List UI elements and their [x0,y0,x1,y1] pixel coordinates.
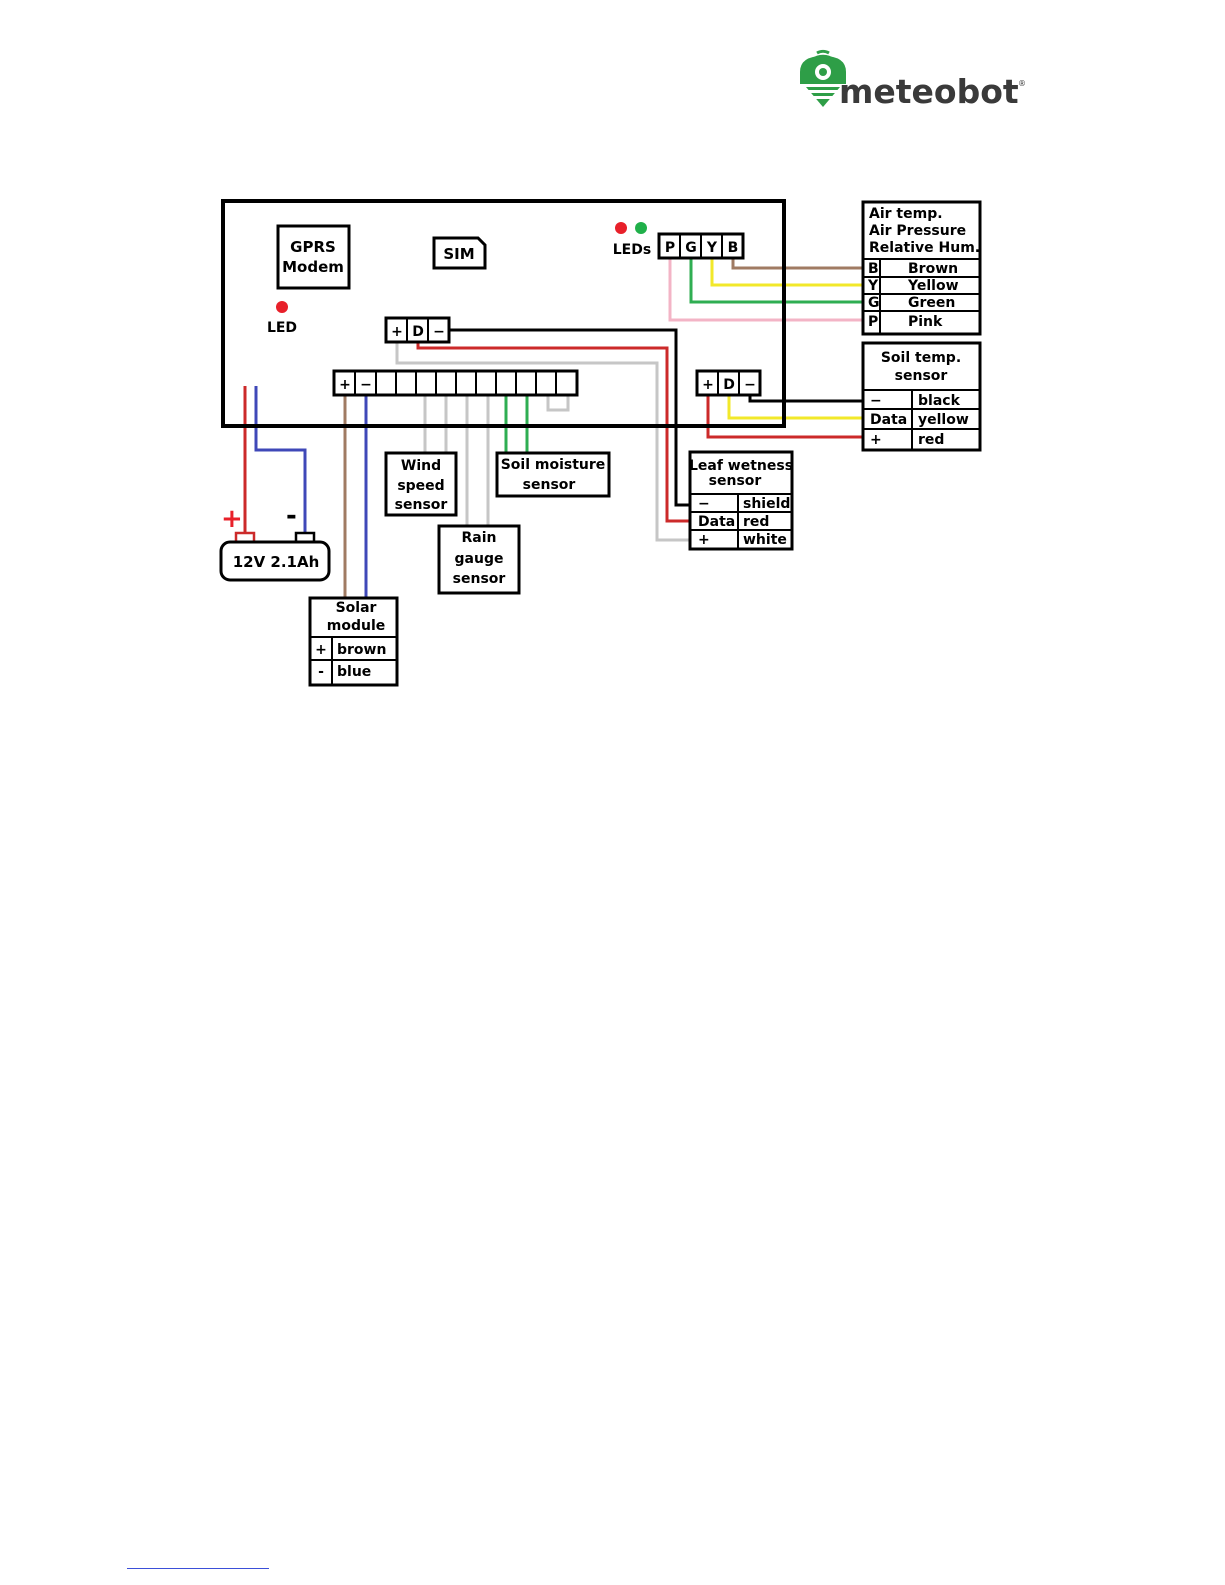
air-sensor-table: Air temp. Air Pressure Relative Hum. B B… [861,200,982,336]
soil-moisture-sensor-box: Soil moisture sensor [495,451,611,498]
gray-jumper-wire [546,396,570,412]
gray-wire-leaf-wetness [395,342,690,542]
footer-link-underline [127,1568,269,1569]
solar-row-pin: - [318,664,324,680]
pink-wire-air-sensor [668,258,863,322]
red-wire-leaf-wetness [416,342,690,523]
leaf-row-wire: white [743,532,787,548]
soil-moisture-line-1: Soil moisture [501,457,606,473]
registered-mark: ® [1018,79,1026,88]
air-sensor-title-2: Air Pressure [869,223,966,239]
pin-d: D [723,377,735,393]
soil-temp-row-wire: red [918,432,944,448]
pin-minus: − [433,324,445,340]
terminal-strip: + − [332,369,579,397]
pin-plus: + [391,324,403,340]
gprs-modem: GPRS Modem [276,224,351,290]
air-row-pin: P [868,314,878,330]
meteobot-logo: meteobot ® [800,49,1026,111]
leaf-wetness-title-2: sensor [709,473,762,489]
green-wire-air-sensor [689,258,863,304]
wind-speed-line-3: sensor [395,497,448,513]
terminal-plus: + [339,377,351,393]
leaf-wetness-table: Leaf wetness sensor − shield Data red + … [688,450,794,551]
connector-leaf-wetness: + D − [384,316,451,344]
air-row-wire: Green [908,295,955,311]
black-wire-soil-temp [748,395,863,403]
solar-module-table: Solar module + brown - blue [308,596,399,687]
rain-gauge-sensor-box: Rain gauge sensor [437,524,521,595]
pin-p: P [665,240,675,256]
air-row-pin: Y [867,278,879,294]
battery-minus-sign: - [286,501,297,531]
soil-temp-row-wire: black [918,393,961,409]
leaf-row-pin: + [698,532,710,548]
air-row-pin: G [868,295,880,311]
yellow-wire-soil-temp [727,395,863,420]
wind-speed-line-1: Wind [401,458,441,474]
wind-speed-sensor-box: Wind speed sensor [384,451,458,517]
wires [243,258,863,598]
leaf-row-wire: red [743,514,769,530]
leds-label: LEDs [613,242,651,258]
soil-temp-row-pin: + [870,432,882,448]
soil-temp-title-2: sensor [895,368,948,384]
rain-gauge-line-2: gauge [455,551,504,567]
meteobot-wordmark: meteobot [839,72,1019,111]
main-board [221,199,786,428]
red-wire-soil-temp [706,395,863,439]
green-led-indicator [635,222,647,234]
gprs-modem-line-2: Modem [282,258,344,276]
led-label: LED [267,320,297,336]
air-row-wire: Yellow [907,278,959,294]
solar-title-1: Solar [336,600,377,616]
soil-temp-table: Soil temp. sensor − black Data yellow + … [861,341,982,452]
solar-title-2: module [327,618,386,634]
blue-wire-battery [254,386,307,535]
pin-minus: − [744,377,756,393]
pin-y: Y [706,240,718,256]
soil-moisture-line-2: sensor [523,477,576,493]
solar-row-wire: blue [337,664,371,680]
gprs-modem-line-1: GPRS [290,238,336,256]
soil-temp-row-wire: yellow [918,412,969,428]
leaf-wetness-title-1: Leaf wetness [689,458,793,474]
brown-wire-air-sensor [731,258,863,270]
yellow-wire-air-sensor [710,258,863,287]
rain-gauge-line-1: Rain [462,530,497,546]
air-row-wire: Brown [908,261,958,277]
air-sensor-title-1: Air temp. [869,206,943,222]
red-led-indicator [615,222,627,234]
terminal-minus: − [360,377,372,393]
modem-led-indicator [276,301,288,313]
pin-plus: + [702,377,714,393]
solar-row-pin: + [315,642,327,658]
connector-pgyb: P G Y B [657,232,745,260]
battery-plus-sign: + [221,504,243,534]
soil-temp-title-1: Soil temp. [881,350,961,366]
rain-gauge-line-3: sensor [453,571,506,587]
sim-label: SIM [443,245,474,263]
wind-speed-line-2: speed [397,478,444,494]
pin-d: D [412,324,424,340]
black-wire-leaf-wetness [450,328,690,507]
soil-temp-row-pin: Data [870,412,907,428]
leaf-row-pin: Data [698,514,735,530]
soil-temp-row-pin: − [870,393,882,409]
meteobot-robot-icon [800,49,846,107]
leaf-row-wire: shield [743,496,790,512]
air-row-wire: Pink [908,314,943,330]
solar-row-wire: brown [337,642,386,658]
battery-label: 12V 2.1Ah [233,553,320,571]
air-sensor-title-3: Relative Hum. [869,240,980,256]
air-row-pin: B [868,261,879,277]
leaf-row-pin: − [698,496,710,512]
battery: + - 12V 2.1Ah [219,501,331,582]
pin-g: G [685,240,697,256]
connector-soil-temp: + D − [695,369,762,397]
pin-b: B [728,240,739,256]
sim-slot: SIM [432,236,487,270]
